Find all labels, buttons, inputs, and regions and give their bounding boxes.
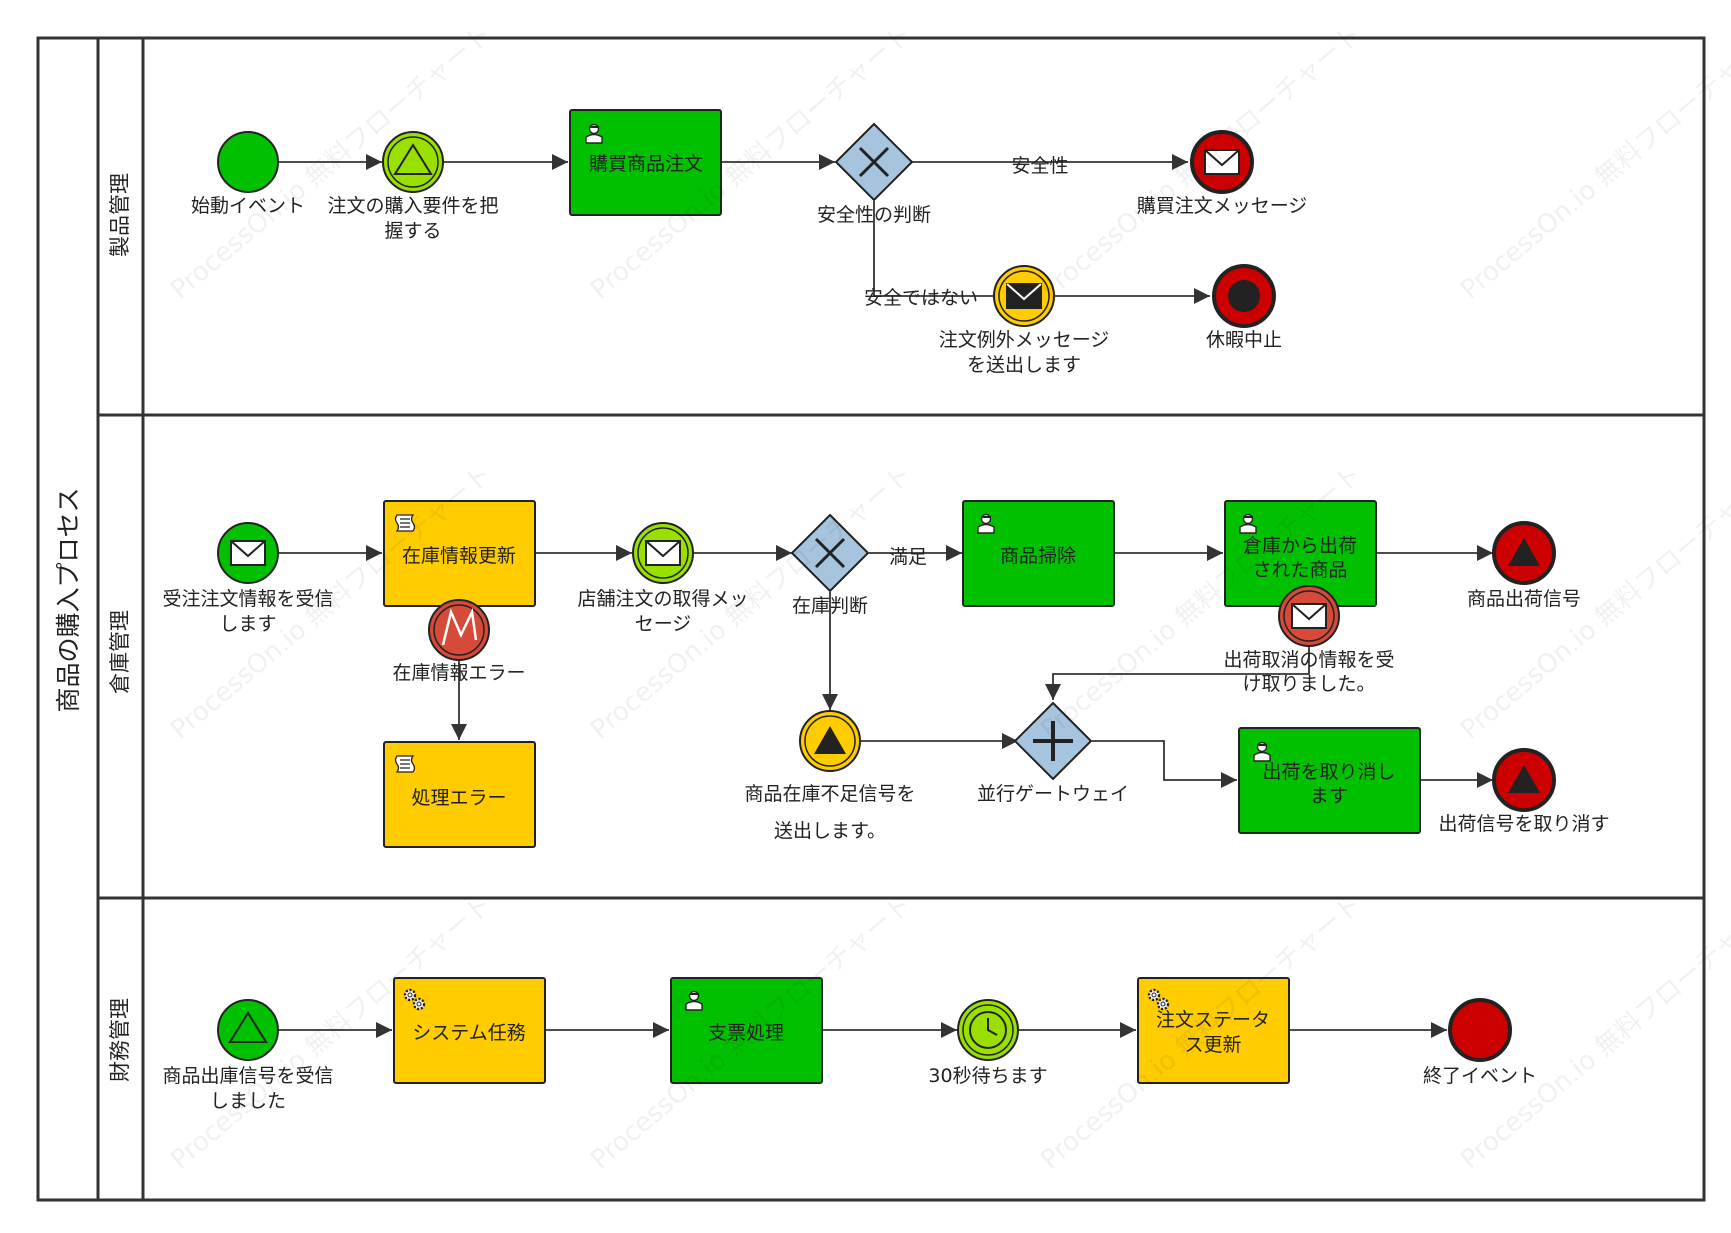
label-status-update: ス更新 bbox=[1184, 1034, 1241, 1056]
x-icon bbox=[814, 537, 846, 569]
label-cleaning: 商品掃除 bbox=[1000, 545, 1076, 567]
task-cleaning[interactable] bbox=[962, 500, 1115, 607]
signal-throw-event[interactable] bbox=[799, 710, 861, 772]
label-shortage: 商品在庫不足信号を bbox=[744, 783, 915, 805]
triangle-icon bbox=[393, 143, 433, 175]
label-cancel-signal: 出荷信号を取り消す bbox=[1438, 813, 1609, 835]
triangle-icon bbox=[228, 1011, 268, 1043]
message-throw-event[interactable] bbox=[993, 265, 1055, 327]
task-cancel-shipment[interactable] bbox=[1238, 727, 1421, 834]
label-stock-error: 在庫情報エラー bbox=[392, 662, 525, 684]
label-payment: 支票処理 bbox=[708, 1022, 784, 1044]
safety-gateway[interactable] bbox=[834, 122, 914, 202]
message-boundary-event[interactable] bbox=[1278, 585, 1340, 647]
envelope-icon bbox=[645, 540, 681, 566]
x-icon bbox=[858, 146, 890, 178]
label-out-signal: しました bbox=[210, 1090, 286, 1112]
label-exception: 注文例外メッセージ bbox=[939, 329, 1110, 351]
label-status-update: 注文ステータ bbox=[1156, 1009, 1270, 1031]
envelope-icon bbox=[1291, 603, 1327, 629]
signal-intermediate-event[interactable] bbox=[382, 131, 444, 193]
task-system[interactable] bbox=[393, 977, 546, 1084]
label-shipped: 倉庫から出荷 bbox=[1243, 535, 1357, 557]
plus-icon bbox=[1033, 721, 1073, 761]
label-cancel-task: 出荷を取り消し bbox=[1262, 761, 1395, 783]
message-catch-event[interactable] bbox=[632, 522, 694, 584]
label-safe: 安全性 bbox=[1011, 155, 1068, 177]
label-exception: を送出します bbox=[967, 354, 1081, 376]
label-receive: します bbox=[219, 613, 276, 635]
triangle-icon bbox=[814, 726, 846, 754]
label-system-task: システム任務 bbox=[412, 1022, 525, 1044]
message-start-event[interactable] bbox=[217, 522, 279, 584]
lane-title-product: 製品管理 bbox=[108, 173, 132, 257]
lane-title-warehouse: 倉庫管理 bbox=[108, 610, 132, 694]
label-requirement: 握する bbox=[384, 220, 441, 242]
label-end: 終了イベント bbox=[1423, 1065, 1537, 1087]
task-error-handling[interactable] bbox=[383, 741, 536, 848]
signal-cancel-end-event[interactable] bbox=[1492, 748, 1556, 812]
signal-start-event[interactable] bbox=[217, 999, 279, 1061]
envelope-icon bbox=[1006, 283, 1042, 309]
flow bbox=[1044, 646, 1310, 700]
label-stock-update: 在庫情報更新 bbox=[402, 545, 516, 567]
triangle-icon bbox=[1508, 538, 1540, 566]
label-cancel-info: 出荷取消の情報を受 bbox=[1223, 649, 1394, 671]
message-end-event[interactable] bbox=[1190, 130, 1254, 194]
stock-gateway[interactable] bbox=[790, 513, 870, 593]
terminate-end-event[interactable] bbox=[1212, 264, 1276, 328]
label-cancel-info: け取りました。 bbox=[1242, 673, 1375, 695]
label-shipped: された商品 bbox=[1252, 559, 1347, 581]
script-icon bbox=[394, 755, 416, 773]
task-payment[interactable] bbox=[670, 977, 823, 1084]
task-status-update[interactable] bbox=[1137, 977, 1290, 1084]
label-shortage: 送出します。 bbox=[774, 820, 886, 842]
end-event[interactable] bbox=[1448, 998, 1512, 1062]
label-receive: 受注注文情報を受信 bbox=[162, 588, 333, 610]
label-ship-signal: 商品出荷信号 bbox=[1467, 588, 1581, 610]
pool bbox=[36, 36, 1706, 1202]
task-purchase-order[interactable] bbox=[569, 109, 722, 216]
label-not-safe: 安全ではない bbox=[864, 287, 978, 309]
timer-event[interactable] bbox=[957, 999, 1019, 1061]
label-store-message: セージ bbox=[635, 613, 692, 635]
parallel-gateway[interactable] bbox=[1013, 701, 1093, 781]
start-event[interactable] bbox=[217, 131, 279, 193]
label-requirement: 注文の購入要件を把 bbox=[327, 195, 498, 217]
lane-title-finance: 財務管理 bbox=[108, 998, 132, 1082]
label-cancel-task: ます bbox=[1310, 785, 1348, 807]
label-purchase-message: 購買注文メッセージ bbox=[1137, 195, 1308, 217]
triangle-icon bbox=[1508, 765, 1540, 793]
label-out-signal: 商品出庫信号を受信 bbox=[162, 1065, 333, 1087]
label-store-message: 店舗注文の取得メッ bbox=[577, 588, 748, 610]
label-purchase-order: 購買商品注文 bbox=[589, 153, 703, 175]
label-stock-gateway: 在庫判断 bbox=[792, 595, 868, 617]
envelope-icon bbox=[230, 540, 266, 566]
sequence-flows bbox=[279, 153, 1493, 1039]
lightning-icon bbox=[441, 607, 478, 646]
label-satisfied: 満足 bbox=[889, 546, 927, 568]
label-vacation: 休暇中止 bbox=[1206, 329, 1282, 351]
error-boundary-event[interactable] bbox=[428, 599, 490, 661]
signal-end-event[interactable] bbox=[1492, 521, 1556, 585]
flow bbox=[1092, 740, 1237, 789]
label-start: 始動イベント bbox=[191, 195, 305, 217]
label-error-handling: 処理エラー bbox=[411, 787, 506, 809]
flow bbox=[873, 201, 995, 297]
label-safety-gateway: 安全性の判断 bbox=[817, 204, 931, 226]
label-wait: 30秒待ちます bbox=[928, 1065, 1047, 1087]
label-parallel-gateway: 並行ゲートウェイ bbox=[977, 783, 1129, 805]
pool-title: 商品の購入プロセス bbox=[54, 487, 83, 712]
